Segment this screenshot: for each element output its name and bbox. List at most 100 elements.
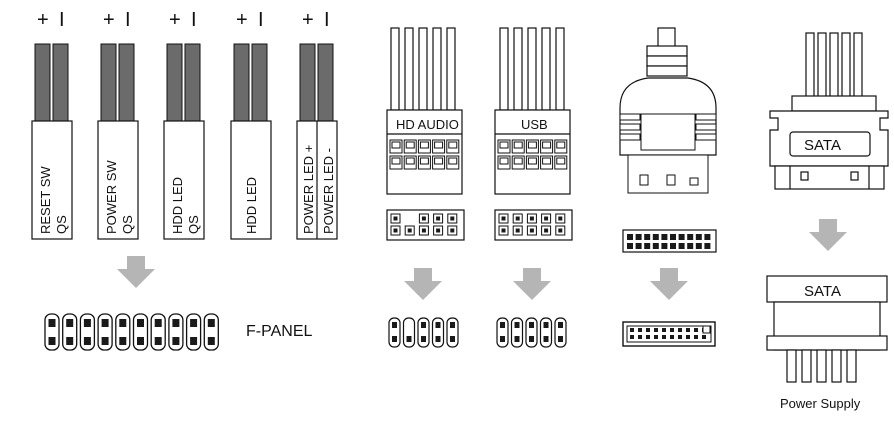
mini-pin-dot [627, 234, 633, 240]
pin-hole [556, 141, 566, 149]
pin [190, 319, 198, 327]
mini-pin-dot [558, 216, 563, 221]
plus-symbol: + [37, 9, 49, 31]
pin [646, 335, 650, 339]
pin [702, 335, 706, 339]
pin-hole [434, 157, 444, 165]
pin-hole [419, 157, 429, 165]
pin-hole [405, 141, 415, 149]
usb3-group [619, 27, 717, 347]
mini-pin-dot [704, 243, 711, 249]
front-panel-wires [34, 43, 334, 122]
mini-pin-dot [544, 228, 549, 233]
header-pin-pair [554, 317, 567, 348]
mini-pin-dot [421, 228, 426, 233]
pin [500, 336, 505, 342]
mini-pin-dot [515, 228, 520, 233]
pin-hole [434, 141, 444, 149]
power-supply-socket [766, 275, 888, 383]
mini-pin-dot [393, 216, 398, 221]
pin [558, 322, 563, 328]
reset-sw-plug [31, 120, 73, 240]
hdd-led-qs-label: HDD LED [170, 177, 185, 234]
minus-symbol: I [59, 9, 65, 31]
pin-hole [391, 141, 401, 149]
mini-pin-dot [695, 234, 702, 240]
mini-pin-dot [529, 216, 534, 221]
pin [630, 335, 634, 339]
mini-pin-dot [687, 243, 694, 249]
pin [392, 322, 397, 328]
pin [421, 322, 426, 328]
mini-pin-dot [678, 234, 685, 240]
pin [450, 322, 455, 328]
pin [101, 337, 109, 345]
pin [500, 322, 505, 328]
plus-symbol: + [302, 9, 314, 31]
f-panel-pins [44, 313, 219, 351]
mini-pin-dot [407, 228, 412, 233]
pin [543, 322, 549, 328]
arrow-down-icon [513, 268, 551, 300]
mini-pin-dot [529, 228, 534, 233]
minus-symbol: I [191, 9, 197, 31]
arrow-down-icon [117, 256, 155, 288]
hd-audio-pin-cells [389, 139, 460, 170]
plus-symbol: + [103, 9, 115, 31]
pin [638, 335, 642, 339]
pin [154, 337, 162, 345]
hdd-led-plug [230, 120, 272, 240]
pin [646, 328, 650, 332]
polarity-symbols: + I + I + I + I + I [37, 9, 330, 31]
plus-symbol: + [169, 9, 181, 31]
pin-hole [391, 157, 401, 165]
pin [101, 319, 109, 327]
header-pin-pair [496, 317, 509, 348]
pin [514, 336, 520, 342]
pin [119, 337, 127, 345]
mini-pin-dot [627, 243, 633, 249]
mini-pin-dot [695, 243, 702, 249]
power-sw-qs-label: QS [120, 215, 135, 234]
pin [207, 337, 215, 345]
pin [172, 337, 180, 345]
pin-hole [499, 141, 509, 149]
pin [686, 335, 690, 339]
usb-header [496, 317, 567, 348]
usb3-mini-header [622, 229, 717, 253]
pin [543, 336, 549, 342]
f-panel-label: F-PANEL [246, 323, 312, 340]
pin [83, 319, 91, 327]
minus-symbol: I [324, 9, 330, 31]
mini-pin-dot [687, 234, 694, 240]
pin [48, 319, 56, 327]
mini-pin-dot [436, 228, 441, 233]
pin [529, 336, 534, 342]
mini-pin-dot [393, 228, 398, 233]
pin-hole [448, 157, 458, 165]
mini-pin-dot [421, 216, 426, 221]
mini-pin-dot [661, 243, 668, 249]
pin [678, 328, 682, 332]
mini-pin-dot [558, 228, 563, 233]
sata-power-label: SATA [804, 283, 841, 300]
pin-hole [527, 157, 537, 165]
header-pin-pair [431, 317, 445, 348]
mini-pin-dot [652, 243, 659, 249]
pin [662, 335, 666, 339]
mini-pin-dot [678, 243, 685, 249]
pin [670, 328, 674, 332]
pin [630, 328, 634, 332]
mini-pin-dot [436, 216, 441, 221]
reset-sw-qs-label: QS [54, 215, 69, 234]
power-sw-label: POWER SW [104, 160, 119, 234]
power-led-minus-label: POWER LED - [321, 148, 336, 234]
sata-group: SATA SATA Power Supply [766, 32, 889, 411]
pin [694, 335, 698, 339]
mini-pin-dot [670, 234, 676, 240]
pin [678, 335, 682, 339]
minus-symbol: I [125, 9, 131, 31]
mini-pin-dot [450, 216, 455, 221]
mini-pin-dot [501, 216, 506, 221]
mini-pin-dot [652, 234, 659, 240]
